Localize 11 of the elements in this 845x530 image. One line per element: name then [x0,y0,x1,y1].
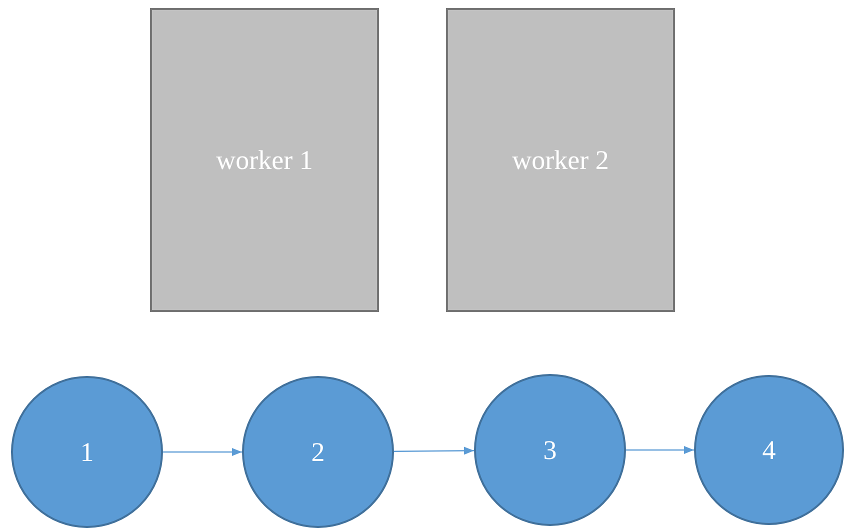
worker-box [150,8,379,312]
worker-box [446,8,675,312]
node-label: 2 [311,436,325,468]
arrow [163,448,242,456]
node-label: 1 [80,436,94,468]
node-label: worker 1 [216,144,313,176]
node-label: 4 [762,434,776,466]
node-label: 3 [543,434,557,466]
arrow [626,446,694,454]
arrow [394,446,474,455]
node-label: worker 2 [512,144,609,176]
